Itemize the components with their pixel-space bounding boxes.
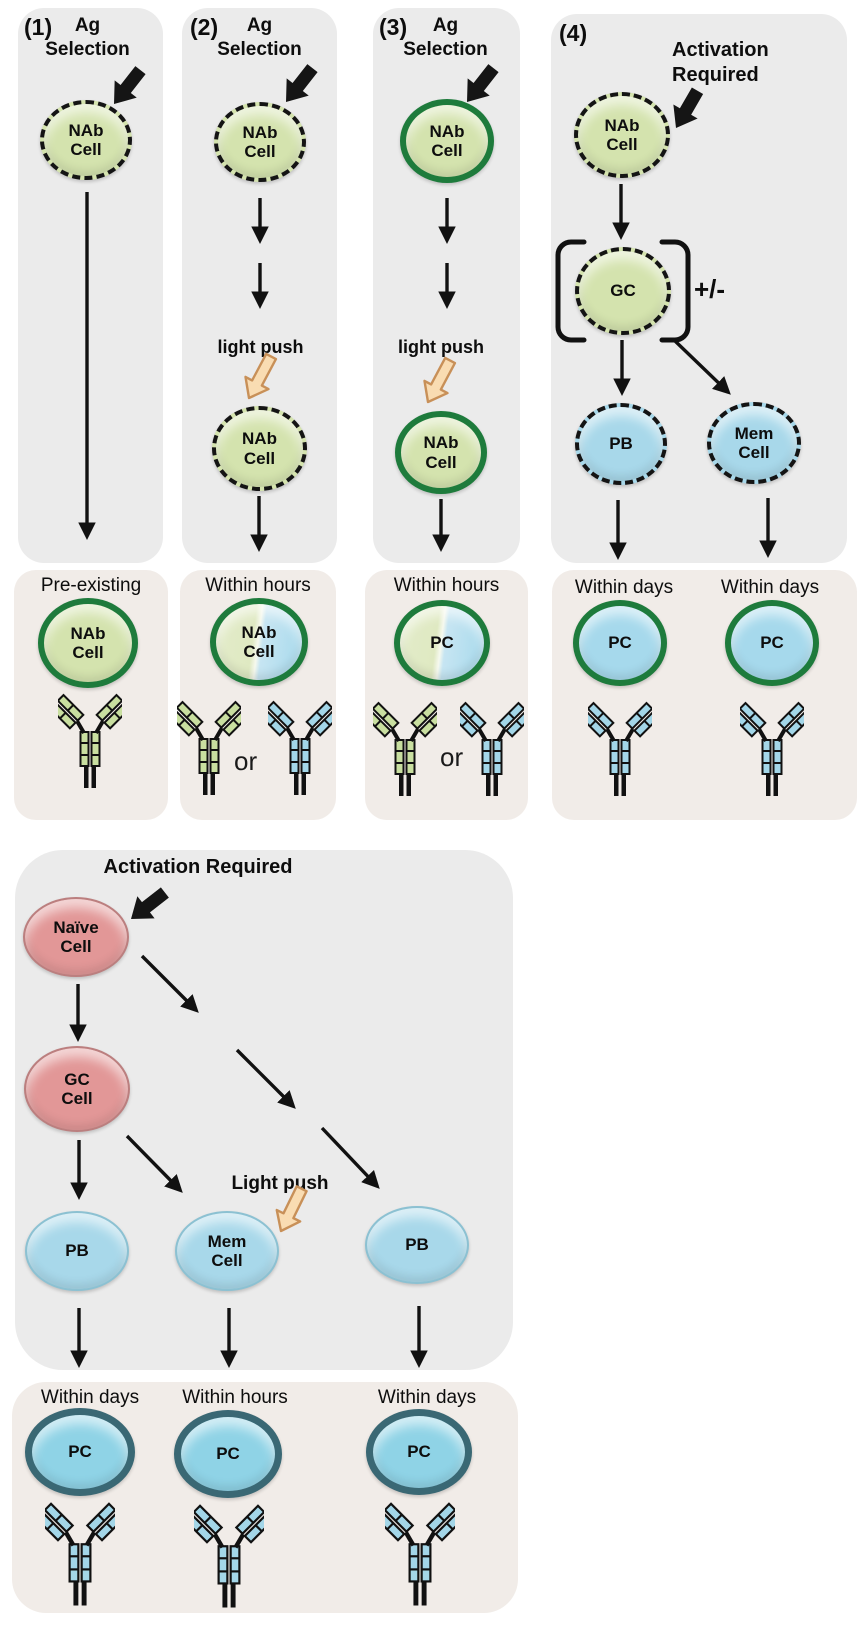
nab-cell-result-1: NAb Cell — [38, 598, 138, 688]
panel-3-selection-label: Ag Selection — [403, 15, 488, 60]
nab-cell-dashed-4: NAb Cell — [574, 92, 670, 178]
bottom-light-push-label: Light push — [231, 1173, 329, 1194]
mem-cell-bottom: Mem Cell — [175, 1211, 279, 1291]
result-title-2: Within hours — [205, 575, 311, 596]
naive-cell: Naïve Cell — [23, 897, 129, 977]
panel-1-number: (1) — [24, 14, 53, 40]
antibody-green-icon — [177, 700, 241, 797]
bottom-result-title-3: Within days — [377, 1387, 477, 1408]
nab-cell-solid-3: NAb Cell — [400, 99, 494, 183]
antibody-blue-icon — [268, 700, 332, 797]
bottom-result-title-2: Within hours — [182, 1387, 288, 1408]
panel-2-light-push-label: light push — [217, 337, 304, 357]
panel-3-light-push-label: light push — [398, 337, 484, 357]
bottom-result-title-1: Within days — [40, 1387, 140, 1408]
mem-cell-dashed-4: Mem Cell — [707, 402, 801, 484]
panel-2-number: (2) — [190, 14, 219, 40]
panel-4-number: (4) — [559, 20, 588, 46]
antibody-green-icon — [373, 701, 437, 798]
gc-cell-dashed-4: GC — [575, 247, 671, 335]
pb-cell-dashed-4: PB — [575, 403, 667, 485]
pc-cell-bottom-2: PC — [174, 1410, 282, 1498]
nab-cell-dashed-2-mid: NAb Cell — [212, 406, 307, 491]
result-title-1: Pre-existing — [40, 575, 142, 596]
pb-cell-bottom-right: PB — [365, 1206, 469, 1284]
pc-cell-result-4-right: PC — [725, 600, 819, 686]
panel-4-activation-label: Activation Required — [672, 39, 769, 86]
antibody-blue-icon — [460, 701, 524, 798]
panel-1 — [18, 8, 163, 563]
result-title-3: Within hours — [393, 575, 500, 596]
result-title-4-right: Within days — [720, 577, 820, 598]
antibody-green-icon — [58, 693, 122, 790]
pc-cell-bottom-3: PC — [366, 1409, 472, 1495]
nab-cell-dashed-2: NAb Cell — [214, 102, 306, 182]
pc-cell-bottom-1: PC — [25, 1408, 135, 1496]
nab-cell-result-2-half: NAb Cell — [210, 598, 308, 686]
antibody-blue-icon — [45, 1498, 115, 1608]
panel-1-selection-label: Ag Selection — [45, 15, 130, 60]
antibody-blue-icon — [740, 701, 804, 798]
plus-minus-label: +/- — [694, 274, 726, 304]
bottom-activation-label: Activation Required — [103, 856, 293, 878]
gc-cell-bottom: GC Cell — [24, 1046, 130, 1132]
panel-2-selection-label: Ag Selection — [217, 15, 302, 60]
antibody-blue-icon — [194, 1500, 264, 1610]
panel-3-number: (3) — [379, 14, 408, 40]
nab-cell-solid-3-mid: NAb Cell — [395, 411, 487, 494]
or-label-panel-2: or — [234, 746, 258, 776]
pc-cell-result-4-left: PC — [573, 600, 667, 686]
pc-cell-result-3-half: PC — [394, 600, 490, 686]
antibody-blue-icon — [385, 1498, 455, 1608]
or-label-panel-3: or — [440, 742, 464, 772]
nab-cell-dashed-1: NAb Cell — [40, 100, 132, 180]
result-title-4-left: Within days — [574, 577, 674, 598]
antibody-blue-icon — [588, 701, 652, 798]
pb-cell-bottom-left: PB — [25, 1211, 129, 1291]
